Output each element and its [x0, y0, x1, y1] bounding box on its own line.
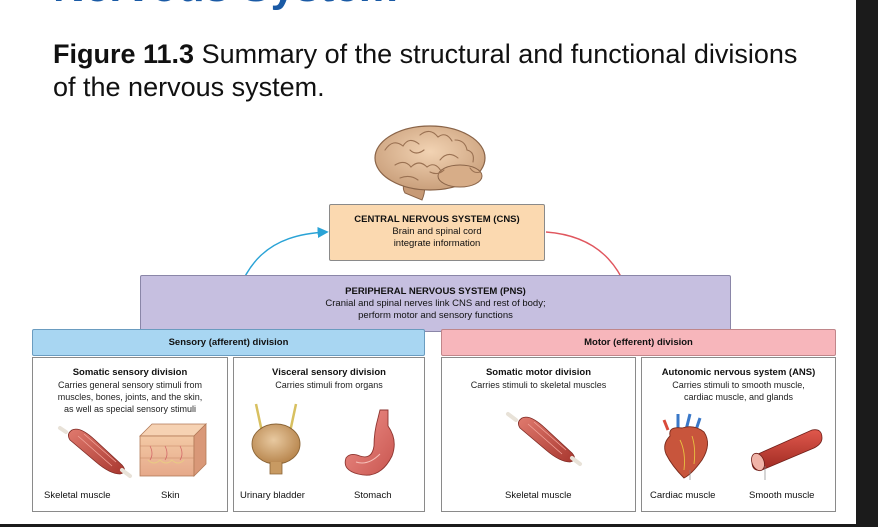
somatic-motor-title: Somatic motor division — [485, 367, 592, 378]
visceral-sensory-title: Visceral sensory division — [272, 367, 386, 378]
label-skin: Skin — [161, 490, 180, 501]
pns-line2: perform motor and sensory functions — [358, 310, 513, 321]
somatic-sensory-desc-line2: muscles, bones, joints, and the skin, — [57, 392, 203, 402]
pns-box: PERIPHERAL NERVOUS SYSTEM (PNS) Cranial … — [140, 275, 731, 332]
cns-line2: integrate information — [393, 238, 481, 249]
cns-title: CENTRAL NERVOUS SYSTEM (CNS) — [354, 214, 520, 225]
autonomic-title: Autonomic nervous system (ANS) — [661, 367, 816, 378]
figure-label: Figure 11.3 — [53, 39, 195, 69]
somatic-motor-panel: Somatic motor division Carries stimuli t… — [441, 357, 636, 512]
label-cardiac-muscle: Cardiac muscle — [650, 490, 716, 501]
somatic-motor-desc-line1: Carries stimuli to skeletal muscles — [470, 380, 607, 390]
autonomic-desc-line1: Carries stimuli to smooth muscle, — [672, 380, 805, 390]
window-edge — [856, 0, 878, 527]
visceral-sensory-desc: Carries stimuli from organs — [234, 379, 424, 391]
label-skeletal-muscle-motor: Skeletal muscle — [505, 490, 572, 501]
figure-caption-text: Summary of the structural and functional… — [53, 39, 798, 102]
label-skeletal-muscle: Skeletal muscle — [44, 490, 111, 501]
cns-box: CENTRAL NERVOUS SYSTEM (CNS) Brain and s… — [329, 204, 545, 261]
visceral-sensory-desc-line1: Carries stimuli from organs — [275, 380, 383, 390]
somatic-sensory-desc-line1: Carries general sensory stimuli from — [57, 380, 203, 390]
sensory-division-bar: Sensory (afferent) division — [32, 329, 425, 356]
pns-line1: Cranial and spinal nerves link CNS and r… — [325, 298, 546, 309]
autonomic-panel: Autonomic nervous system (ANS) Carries s… — [641, 357, 836, 512]
bottom-border — [0, 524, 878, 527]
label-stomach: Stomach — [354, 490, 392, 501]
pns-title: PERIPHERAL NERVOUS SYSTEM (PNS) — [345, 286, 526, 297]
partial-section-heading: Nervous System — [53, 0, 398, 12]
somatic-sensory-desc-line3: as well as special sensory stimuli — [63, 404, 197, 414]
somatic-sensory-panel: Somatic sensory division Carries general… — [32, 357, 228, 512]
autonomic-desc: Carries stimuli to smooth muscle, cardia… — [642, 379, 835, 403]
motor-division-bar: Motor (efferent) division — [441, 329, 836, 356]
label-smooth-muscle: Smooth muscle — [749, 490, 815, 501]
autonomic-desc-line2: cardiac muscle, and glands — [683, 392, 794, 402]
visceral-sensory-panel: Visceral sensory division Carries stimul… — [233, 357, 425, 512]
figure-caption: Figure 11.3 Summary of the structural an… — [53, 38, 813, 104]
somatic-motor-desc: Carries stimuli to skeletal muscles — [442, 379, 635, 391]
label-urinary-bladder: Urinary bladder — [240, 490, 305, 501]
somatic-sensory-title: Somatic sensory division — [72, 367, 188, 378]
cns-line1: Brain and spinal cord — [392, 226, 482, 237]
somatic-sensory-desc: Carries general sensory stimuli from mus… — [33, 379, 227, 415]
